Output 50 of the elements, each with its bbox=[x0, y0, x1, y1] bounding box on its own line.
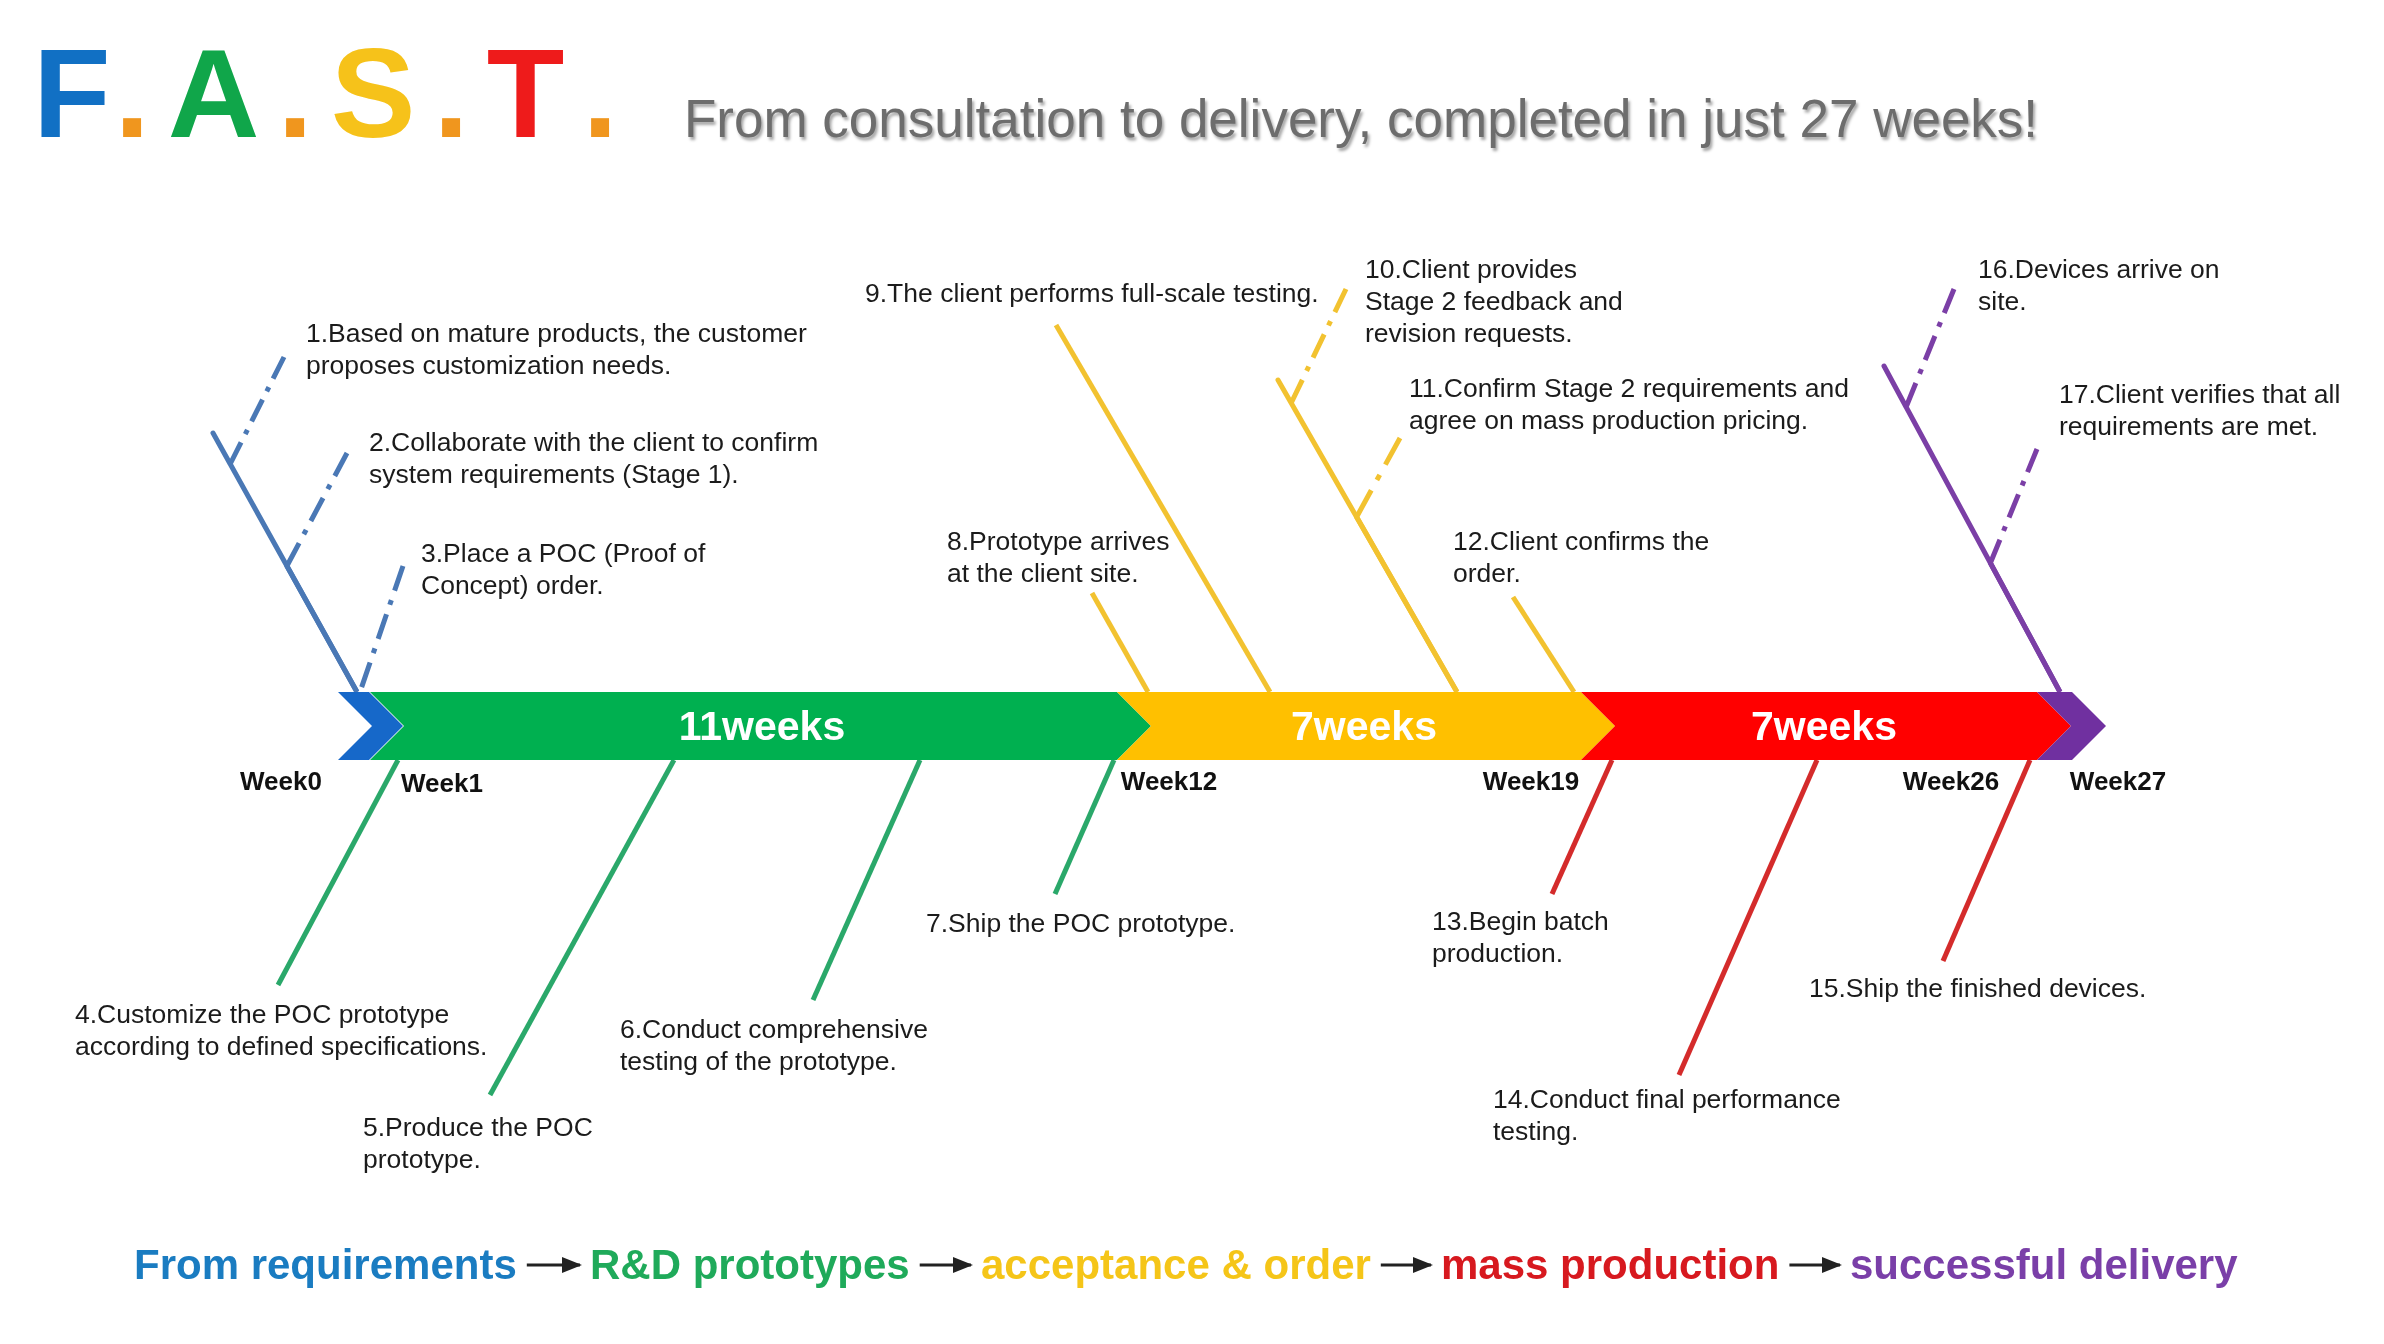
milestone-text: 9.The client performs full-scale testing. bbox=[865, 277, 1319, 309]
week-label: Week1 bbox=[401, 768, 483, 798]
leader-line bbox=[284, 451, 360, 694]
phase-label: mass production bbox=[1441, 1240, 1780, 1290]
week-label: Week0 bbox=[240, 766, 322, 796]
leader-line bbox=[1053, 323, 1273, 694]
milestone-text: 15.Ship the finished devices. bbox=[1809, 972, 2147, 1004]
arrow bbox=[526, 1257, 582, 1273]
title: F.A.S.T. bbox=[33, 30, 618, 157]
milestone-text: 11.Confirm Stage 2 requirements and agree on mass production pricing. bbox=[1409, 372, 1858, 436]
milestone-text: 1.Based on mature products, the customer proposes customization needs. bbox=[306, 317, 826, 381]
arrow bbox=[1380, 1257, 1433, 1273]
leader-line bbox=[1549, 759, 1615, 895]
leader-line bbox=[1940, 759, 2033, 962]
milestone-text: 5.Produce the POC prototype. bbox=[363, 1111, 613, 1175]
milestone-text: 13.Begin batch production. bbox=[1432, 905, 1632, 969]
leader-line bbox=[1089, 591, 1151, 694]
milestone-text: 3.Place a POC (Proof of Concept) order. bbox=[421, 537, 721, 601]
milestone-text: 14.Conduct final performance testing. bbox=[1493, 1083, 1863, 1147]
subtitle: From consultation to delivery, completed in just 27 weeks! bbox=[684, 89, 2039, 149]
week-label: Week12 bbox=[1120, 766, 1218, 796]
milestone-text: 4.Customize the POC prototype according to defined specifications. bbox=[75, 998, 507, 1062]
leader-line bbox=[810, 759, 923, 1001]
milestone-text: 12.Client confirms the order. bbox=[1453, 525, 1728, 589]
arrow bbox=[919, 1257, 973, 1273]
duration-label: 11weeks bbox=[678, 703, 846, 749]
milestone-text: 6.Conduct comprehensive testing of the prototype. bbox=[620, 1013, 950, 1077]
leader-line bbox=[1354, 436, 1460, 694]
arrow bbox=[1789, 1257, 1842, 1273]
milestone-text: 17.Client verifies that all requirements are met. bbox=[2059, 378, 2359, 442]
leader-line bbox=[487, 758, 677, 1097]
week-label: Week27 bbox=[2069, 766, 2167, 796]
duration-label: 7weeks bbox=[1291, 703, 1437, 749]
week-label: Week26 bbox=[1902, 766, 2000, 796]
phase-label: R&D prototypes bbox=[590, 1240, 910, 1290]
milestone-text: 16.Devices arrive on site. bbox=[1978, 253, 2238, 317]
phase-label: successful delivery bbox=[1850, 1240, 2238, 1290]
milestone-text: 8.Prototype arrives at the client site. bbox=[947, 525, 1185, 589]
duration-label: 7weeks bbox=[1751, 703, 1897, 749]
milestone-text: 10.Client provides Stage 2 feedback and revision requests. bbox=[1365, 253, 1635, 349]
phase-label: acceptance & order bbox=[981, 1240, 1371, 1290]
milestone-text: 2.Collaborate with the client to confirm system requirements (Stage 1). bbox=[369, 426, 839, 490]
leader-line bbox=[1987, 448, 2063, 694]
leader-line bbox=[1510, 595, 1577, 694]
phase-label: From requirements bbox=[134, 1240, 517, 1290]
week-label: Week19 bbox=[1482, 766, 1580, 796]
leader-line bbox=[1676, 759, 1820, 1076]
leader-line bbox=[1052, 759, 1117, 895]
milestone-text: 7.Ship the POC prototype. bbox=[926, 907, 1236, 939]
leader-line bbox=[275, 758, 401, 987]
